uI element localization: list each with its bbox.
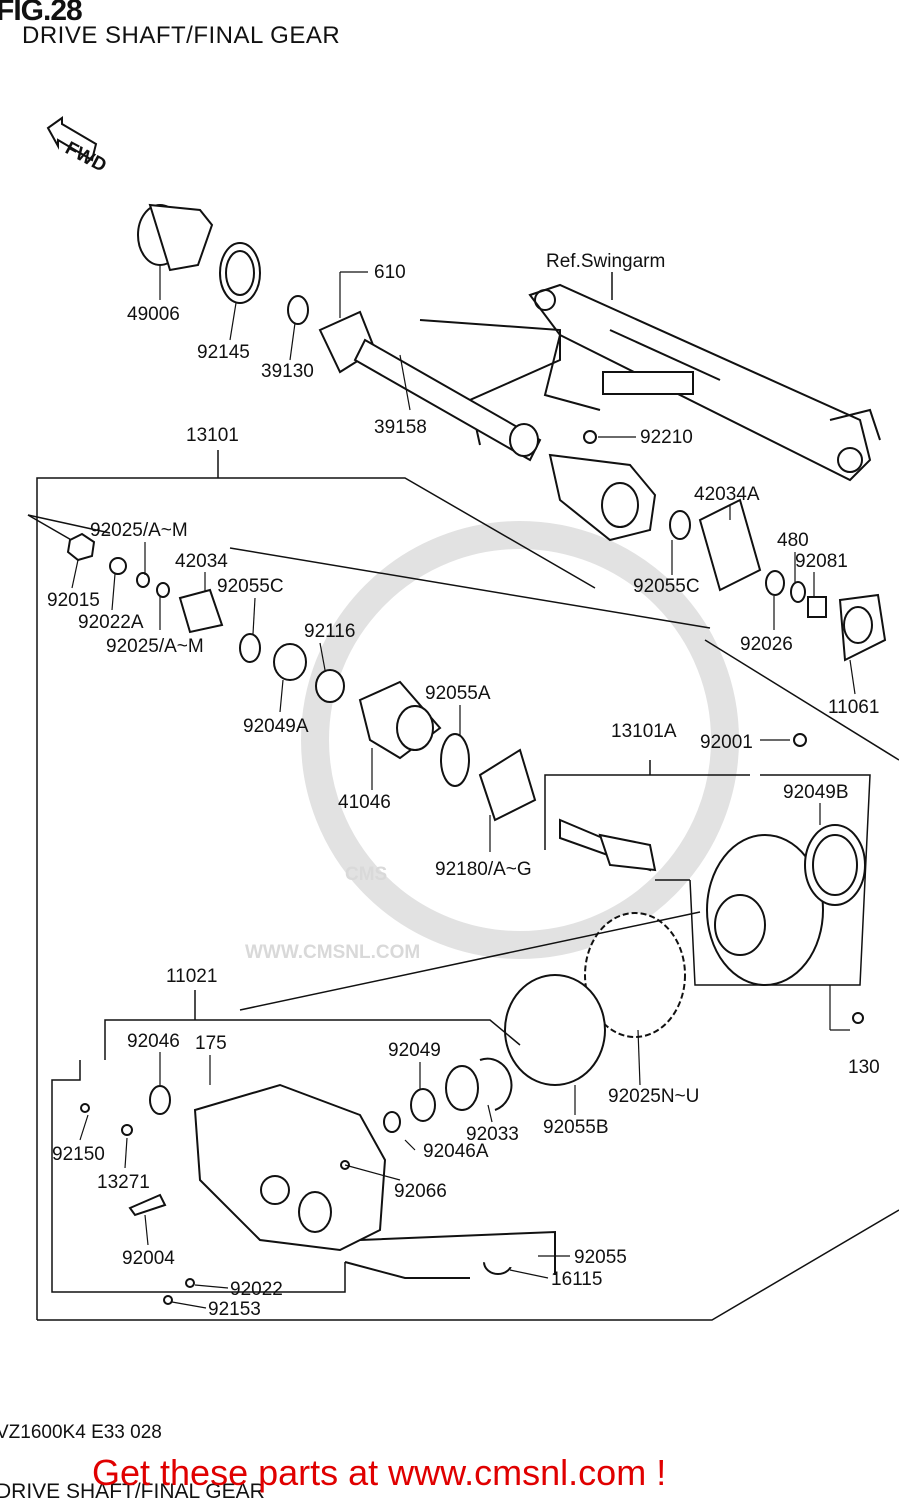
part-label: 92055A xyxy=(425,683,491,704)
part-label: 92049A xyxy=(243,716,309,737)
part-label: 39158 xyxy=(374,417,427,438)
part-label: 92025N~U xyxy=(608,1086,699,1107)
diagram-code: VZ1600K4 E33 028 xyxy=(0,1422,162,1443)
part-label: 92055C xyxy=(633,576,700,597)
part-label: 92046A xyxy=(423,1141,489,1162)
ring-gear-drawing xyxy=(504,824,866,1086)
part-label: 92015 xyxy=(47,590,100,611)
figure-number: FIG.28 xyxy=(0,0,83,27)
part-label: 92081 xyxy=(795,551,848,572)
part-label: 13271 xyxy=(97,1172,150,1193)
part-label: 92025/A~M xyxy=(90,520,188,541)
forward-arrow-icon: FWD xyxy=(46,116,110,177)
part-label: 92116 xyxy=(304,621,355,642)
part-label: 92145 xyxy=(197,342,250,363)
part-label: 41046 xyxy=(338,792,391,813)
part-label: 92153 xyxy=(208,1299,261,1320)
part-label: 92046 xyxy=(127,1031,180,1052)
part-label: 610 xyxy=(374,262,406,283)
footer-title: DRIVE SHAFT/FINAL GEAR xyxy=(0,1480,265,1503)
part-label: 92022A xyxy=(78,612,144,633)
part-label: 13101 xyxy=(186,425,239,446)
watermark-brand: CMS xyxy=(345,864,387,885)
part-label: 92180/A~G xyxy=(435,859,532,880)
part-label: 92049 xyxy=(388,1040,441,1061)
part-label: 92026 xyxy=(740,634,793,655)
upper-parts-drawings xyxy=(137,203,887,662)
assembly-13101a-outline xyxy=(544,760,871,986)
part-label: 13101A xyxy=(611,721,677,742)
part-label: 92150 xyxy=(52,1144,105,1165)
figure-title: DRIVE SHAFT/FINAL GEAR xyxy=(22,22,341,49)
part-label: 92066 xyxy=(394,1181,447,1202)
mid-parts-drawings xyxy=(66,532,807,872)
part-label: 42034A xyxy=(694,484,760,505)
promo-link[interactable]: Get these parts at www.cmsnl.com ! xyxy=(92,1452,667,1493)
label-ref-swingarm: Ref.Swingarm xyxy=(546,251,665,272)
part-label: 92210 xyxy=(640,427,693,448)
part-label: 92049B xyxy=(783,782,849,803)
part-label: 42034 xyxy=(175,551,228,572)
watermark-url: WWW.CMSNL.COM xyxy=(245,942,420,963)
part-label: 92055 xyxy=(574,1247,627,1268)
part-label: 130 xyxy=(848,1057,880,1078)
swingarm-drawing xyxy=(419,283,881,482)
part-label: 92001 xyxy=(700,732,753,753)
assembly-11021-outline xyxy=(51,911,701,1293)
part-label: 480 xyxy=(777,530,809,551)
part-label: 39130 xyxy=(261,361,314,382)
part-label: 175 xyxy=(195,1033,227,1054)
part-label: 92055B xyxy=(543,1117,609,1138)
assembly-13101-outline xyxy=(27,450,899,1321)
watermark: CMS WWW.CMSNL.COM xyxy=(245,521,739,963)
part-label: 16115 xyxy=(551,1269,602,1290)
part-label: 49006 xyxy=(127,304,180,325)
part-label: 11021 xyxy=(166,966,217,987)
part-label: 11061 xyxy=(828,697,879,718)
part-label: 92004 xyxy=(122,1248,175,1269)
part-labels: 49006 92145 39130 610 39158 92210 13101 … xyxy=(47,262,880,1320)
leader-lines xyxy=(71,265,856,1309)
housing-drawing xyxy=(80,1057,556,1305)
part-label: 92025/A~M xyxy=(106,636,204,657)
part-label: 92033 xyxy=(466,1124,519,1145)
part-label: 92055C xyxy=(217,576,284,597)
part-label: 92022 xyxy=(230,1279,283,1300)
